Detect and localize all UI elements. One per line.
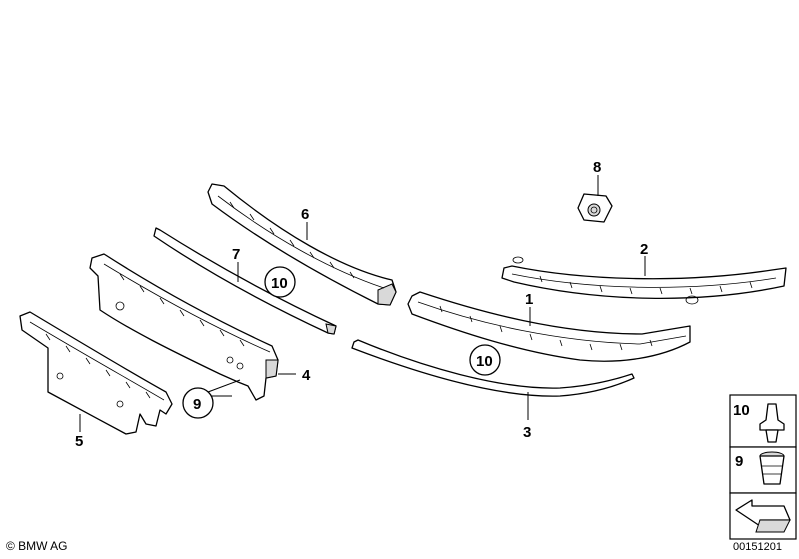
part-7-trim-strip [153, 227, 337, 335]
callout-7: 7 [232, 246, 240, 263]
part-3-lower-strip [351, 339, 635, 397]
part-6-support-strip [207, 183, 397, 306]
callout-1: 1 [525, 291, 533, 308]
callout-3: 3 [523, 424, 531, 441]
callout-5: 5 [75, 433, 83, 450]
grommet-icon [759, 451, 785, 485]
copyright-label: © BMW AG [6, 539, 68, 553]
push-rivet-icon [759, 403, 785, 443]
callout-10-upper: 10 [271, 275, 288, 292]
drawing-number: 00151201 [733, 541, 782, 553]
legend-number-10: 10 [733, 402, 750, 419]
part-5-bracket-plate [19, 311, 173, 435]
callout-10-circle-upper [264, 266, 296, 298]
callout-4: 4 [302, 367, 311, 384]
callout-9: 9 [193, 396, 201, 413]
callout-8: 8 [593, 159, 601, 176]
leader-lines [79, 175, 646, 432]
legend-number-9: 9 [735, 453, 743, 470]
part-4-bracket [89, 253, 279, 401]
callout-10-circle-lower [469, 344, 501, 376]
direction-arrow-icon [735, 499, 791, 533]
part-2-side-moulding [501, 256, 787, 305]
part-8-clip [577, 193, 613, 223]
callout-9-circle [182, 387, 214, 419]
callout-6: 6 [301, 206, 309, 223]
callout-2: 2 [640, 241, 648, 258]
callout-10-lower: 10 [476, 353, 493, 370]
legend-panel [729, 394, 797, 540]
part-1-bumper-moulding [407, 291, 691, 362]
